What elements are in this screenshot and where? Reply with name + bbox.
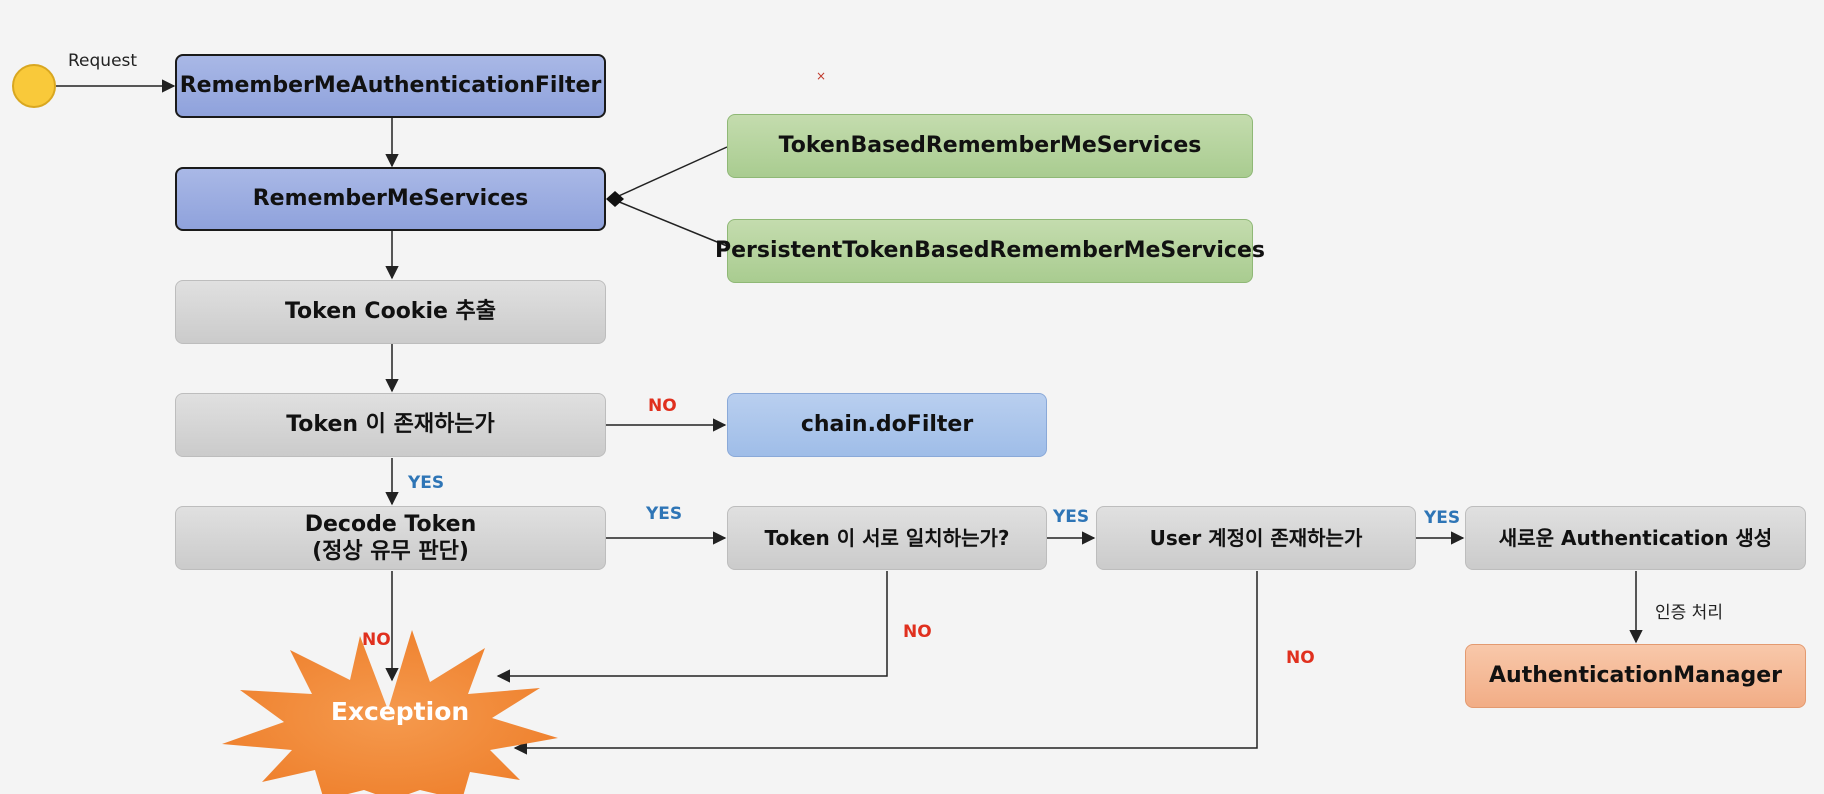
remember-me-filter-node: RememberMeAuthenticationFilter xyxy=(175,54,606,118)
authentication-manager-node: AuthenticationManager xyxy=(1465,644,1806,708)
edge-label-yes-token: YES xyxy=(408,473,445,493)
stray-mark-icon: × xyxy=(816,69,826,83)
edge-label-yes-decode: YES xyxy=(646,504,683,524)
edge-label-auth-process: 인증 처리 xyxy=(1655,603,1723,623)
token-based-services-node: TokenBasedRememberMeServices xyxy=(727,114,1253,178)
user-exists-node: User 계정이 존재하는가 xyxy=(1096,506,1416,570)
start-node-icon xyxy=(12,64,56,108)
decode-token-title: Decode Token xyxy=(304,511,477,537)
edge-label-yes-match: YES xyxy=(1053,507,1090,527)
composition-diamond-icon xyxy=(606,191,624,207)
token-exists-node: Token 이 존재하는가 xyxy=(175,393,606,457)
token-cookie-extract-node: Token Cookie 추출 xyxy=(175,280,606,344)
remember-me-services-node: RememberMeServices xyxy=(175,167,606,231)
edge-label-no-token: NO xyxy=(648,396,677,416)
persistent-token-services-node: PersistentTokenBasedRememberMeServices xyxy=(715,219,1265,283)
edge-label-yes-user: YES xyxy=(1424,508,1461,528)
edge-label-no-match: NO xyxy=(903,622,932,642)
exception-node: Exception xyxy=(330,697,470,727)
decode-token-node: Decode Token (정상 유무 판단) xyxy=(175,506,606,570)
new-authentication-node: 새로운 Authentication 생성 xyxy=(1465,506,1806,570)
request-label: Request xyxy=(68,51,138,71)
decode-token-subtitle: (정상 유무 판단) xyxy=(312,539,469,564)
edge-tokenbased-services xyxy=(611,146,728,200)
token-match-node: Token 이 서로 일치하는가? xyxy=(727,506,1047,570)
chain-dofilter-node: chain.doFilter xyxy=(727,393,1047,457)
edge-match-exception xyxy=(496,571,888,683)
edge-label-no-decode: NO xyxy=(362,630,391,650)
edge-user-exception xyxy=(513,571,1258,755)
edge-label-no-user: NO xyxy=(1286,648,1315,668)
edge-persistent-services xyxy=(611,198,728,247)
exception-starburst-shape xyxy=(222,630,558,794)
